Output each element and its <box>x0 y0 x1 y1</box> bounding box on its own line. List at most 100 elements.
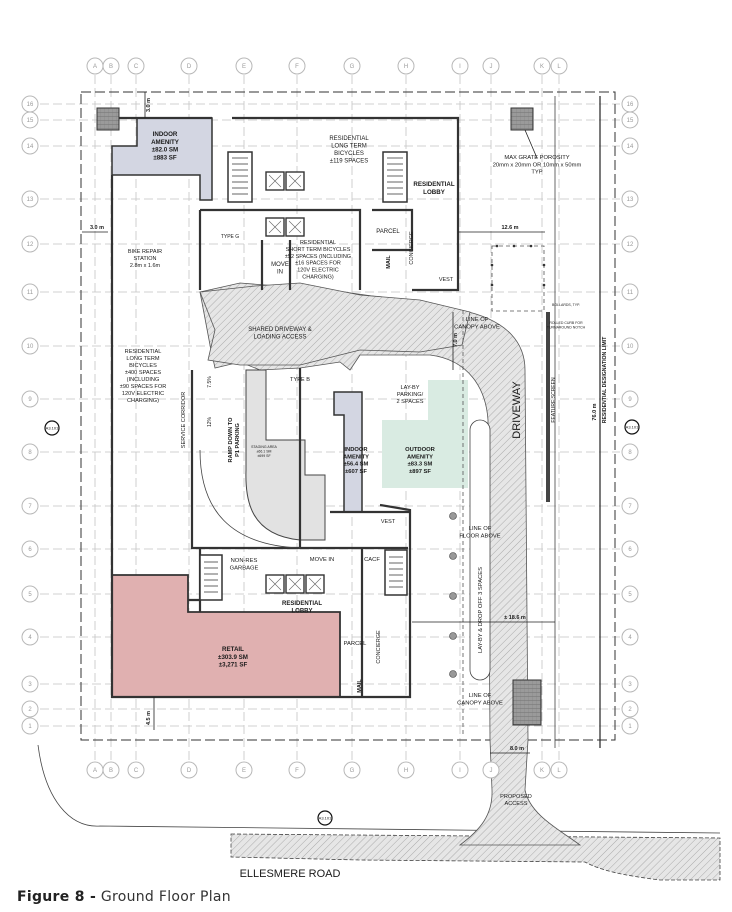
label-line: VEST <box>439 277 454 283</box>
elevator-icon <box>265 217 285 237</box>
grid-bubble-col: H <box>397 57 415 75</box>
grid-bubble-col: D <box>180 761 198 779</box>
mail-mid-label: MAIL <box>357 679 363 693</box>
label-line: TYP <box>531 170 542 176</box>
grate-top-left <box>96 107 120 131</box>
grid-row-label: 2 <box>628 707 632 713</box>
staging-label: STAGING AREA±66.1 SM±699 SF <box>251 445 277 458</box>
label-line: RETAIL <box>222 646 244 653</box>
concierge-mid-label: CONCIERGE <box>376 630 382 664</box>
grid-bubble-col: I <box>451 761 469 779</box>
parcel-top-label: PARCEL <box>376 229 400 235</box>
section-marker-left[interactable]: A3.101 <box>44 420 60 436</box>
label-line: 2 SPACES <box>397 399 424 405</box>
label-line: INDOOR <box>344 447 368 453</box>
label-line: ±607 SF <box>345 469 367 475</box>
grid-bubble-col: L <box>550 761 568 779</box>
designation-limit-label: RESIDENTIAL DESIGNATION LIMIT <box>602 336 608 423</box>
feature-screen-label: FEATURE SCREEN <box>551 377 557 423</box>
label-line: LAY-BY & DROP OFF 3 SPACES <box>478 567 484 653</box>
vest-mid-label: VEST <box>381 519 396 525</box>
grid-row-label: 8 <box>28 450 32 456</box>
stair-top-left <box>227 151 253 203</box>
label-line: PARCEL <box>344 641 368 647</box>
label-line: LINE OF <box>466 317 489 323</box>
outdoor-amenity <box>382 380 468 488</box>
grid-col-label: B <box>109 64 113 70</box>
label-line: OUTDOOR <box>405 447 435 453</box>
grid-bubble-row: 4 <box>21 628 39 646</box>
grid-row-label: 14 <box>27 144 34 150</box>
section-marker-right[interactable]: A3.101 <box>624 419 640 435</box>
grid-col-label: H <box>404 768 408 774</box>
label-line: SHARED DRIVEWAY & <box>248 327 312 333</box>
label-line: NON-RES <box>231 558 258 564</box>
grate-leader <box>524 129 538 159</box>
grid-bubble-col: J <box>482 57 500 75</box>
grid-bubble-row: 1 <box>21 717 39 735</box>
label-line: RESIDENTIAL <box>329 136 369 142</box>
label-line: CHARGING) <box>302 274 334 280</box>
grid-col-label: A <box>93 768 97 774</box>
bollards-label: BOLLARDS, TYP. <box>552 303 580 307</box>
grid-bubble-row: 2 <box>21 700 39 718</box>
label-line: TYPE G <box>221 234 239 240</box>
slope-2-label: 12% <box>207 416 213 427</box>
label-line: 8.0 m <box>510 746 524 752</box>
grid-row-label: 8 <box>628 450 632 456</box>
column-icon <box>449 670 457 678</box>
bollards <box>449 244 546 678</box>
label-line: ±303.9 SM <box>218 654 248 661</box>
bollard-icon <box>495 244 499 248</box>
label-line: CACF <box>364 557 380 563</box>
grid-bubble-row: 3 <box>21 675 39 693</box>
type-b-label: TYPE B <box>290 377 310 383</box>
grid-bubble-col: B <box>102 57 120 75</box>
grid-row-label: 3 <box>628 682 632 688</box>
grid-bubble-row: 5 <box>621 585 639 603</box>
label-line: DRIVEWAY <box>511 381 523 439</box>
grid-col-label: J <box>490 64 493 70</box>
grid-bubble-col: K <box>533 57 551 75</box>
label-line: LAY-BY <box>401 385 420 391</box>
grid-col-label: I <box>459 64 461 70</box>
grid-col-label: A <box>93 64 97 70</box>
section-marker-label: A3.101 <box>46 426 59 431</box>
label-line: 120V ELECTRIC <box>297 268 339 274</box>
grid-bubble-col: K <box>533 761 551 779</box>
elevator-icon <box>265 171 285 191</box>
grid-bubble-row: 4 <box>621 628 639 646</box>
building-outline <box>110 116 460 699</box>
grid-bubble-col: D <box>180 57 198 75</box>
label-line: TURNAROUND NOTCH <box>547 325 586 329</box>
grid-col-label: F <box>295 64 299 70</box>
ramp-curve <box>199 449 301 549</box>
label-line: ±699 SF <box>257 454 270 458</box>
section-marker-bottom[interactable]: A3.101 <box>317 810 333 826</box>
label-line: ±90 SPACES FOR <box>120 384 167 390</box>
grid-row-label: 1 <box>628 724 632 730</box>
concierge-top-label: CONCIERGE <box>409 231 415 265</box>
label-line: MAIL <box>357 679 363 693</box>
label-line: (INCLUDING <box>127 377 160 383</box>
label-line: ROLLED CURB FOR <box>549 321 583 325</box>
bollard-icon <box>490 263 494 267</box>
label-line: RESIDENTIAL <box>125 349 162 355</box>
grid-bubble-col: G <box>343 761 361 779</box>
grid-bubble-col: F <box>288 761 306 779</box>
label-line: LONG TERM <box>331 144 367 150</box>
figure-title: Ground Floor Plan <box>100 889 231 905</box>
grid-col-label: L <box>557 768 561 774</box>
stair-top-right <box>382 151 408 203</box>
label-line: BIKE REPAIR <box>128 249 162 255</box>
label-line: LINE OF <box>469 693 492 699</box>
grid-col-label: C <box>134 64 139 70</box>
label-line: PARKING/ <box>397 392 424 398</box>
grid-bubble-row: 15 <box>21 111 39 129</box>
grid-row-label: 6 <box>28 547 32 553</box>
label-line: ±897 SF <box>409 469 431 475</box>
grid-bubble-row: 12 <box>21 235 39 253</box>
shared-driveway-area <box>199 282 471 366</box>
